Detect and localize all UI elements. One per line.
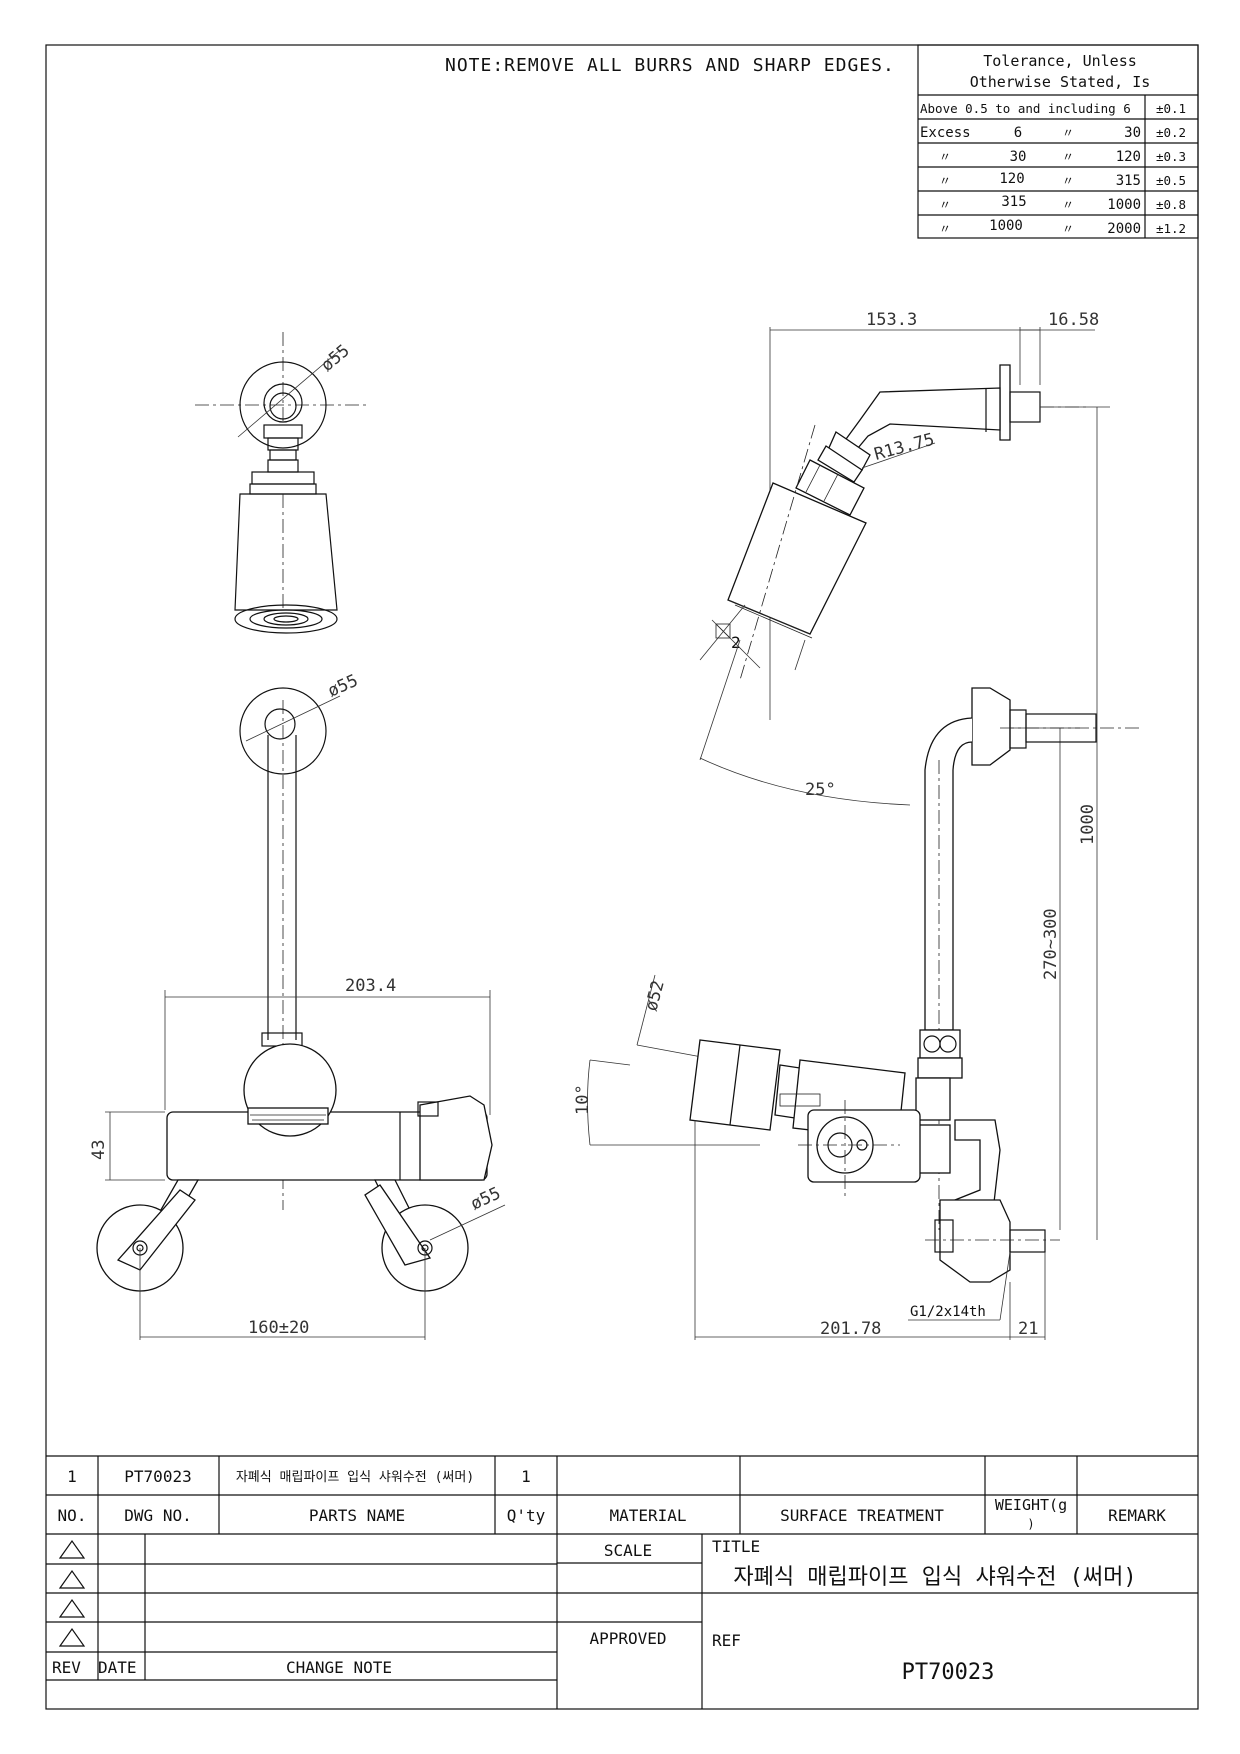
tb-scale: SCALE — [604, 1541, 652, 1560]
tol-r3-c1: 〃 — [939, 174, 951, 188]
tb-row-name: 자폐식 매립파이프 입식 샤워수전 (써머) — [236, 1470, 474, 1485]
tol-r2-c3: 〃 — [1062, 150, 1074, 164]
tb-ref-value: PT70023 — [902, 1660, 995, 1685]
tb-h-weight-1: WEIGHT(g — [995, 1496, 1067, 1514]
rev-triangle-3 — [58, 1598, 86, 1618]
tb-h-dwg: DWG NO. — [124, 1506, 191, 1525]
tol-r4-tol: ±0.8 — [1156, 197, 1186, 212]
dim-160: 160±20 — [248, 1318, 309, 1338]
tol-r2-c1: 〃 — [939, 150, 951, 164]
tol-r0-c1: Above 0.5 to and including 6 — [920, 101, 1131, 116]
tol-r5-c3: 〃 — [1062, 222, 1074, 236]
tol-r4-c2: 315 — [1001, 194, 1026, 210]
rev-triangle-4 — [58, 1627, 86, 1647]
tol-r1-c2: 6 — [1014, 125, 1022, 141]
tol-r5-c1: 〃 — [939, 222, 951, 236]
tol-r1-c4: 30 — [1124, 125, 1141, 141]
tb-row-dwg: PT70023 — [124, 1467, 191, 1486]
tb-title-value: 자폐식 매립파이프 입식 샤워수전 (써머) — [733, 1565, 1136, 1590]
tb-h-material: MATERIAL — [609, 1506, 686, 1525]
side-view: 153.3 16.58 R13.75 2 25° — [573, 310, 1140, 1340]
tol-r3-c4: 315 — [1116, 173, 1141, 189]
dim-153: 153.3 — [866, 310, 917, 330]
dim-radius: R13.75 — [872, 430, 937, 465]
tol-r2-tol: ±0.3 — [1156, 149, 1186, 164]
dim-1000: 1000 — [1078, 804, 1098, 845]
dim-thread: G1/2x14th — [910, 1304, 986, 1320]
dim-16: 16.58 — [1048, 310, 1099, 330]
tol-r0-tol: ±0.1 — [1156, 101, 1186, 116]
dim-head: 2 — [731, 633, 741, 652]
tol-r1-tol: ±0.2 — [1156, 125, 1186, 140]
tb-change-note: CHANGE NOTE — [286, 1658, 392, 1677]
tol-r5-c2: 1000 — [989, 218, 1023, 234]
tol-r4-c4: 1000 — [1107, 197, 1141, 213]
dim-201: 201.78 — [820, 1319, 881, 1339]
tol-r4-c3: 〃 — [1062, 198, 1074, 212]
tolerance-header-1: Tolerance, Unless — [983, 52, 1137, 70]
tb-h-no: NO. — [58, 1506, 87, 1525]
tolerance-header-2: Otherwise Stated, Is — [970, 73, 1151, 91]
tol-r4-c1: 〃 — [939, 198, 951, 212]
title-block: 1 PT70023 자폐식 매립파이프 입식 샤워수전 (써머) 1 NO. D… — [46, 1455, 1198, 1709]
dim-angle10: 10° — [573, 1084, 593, 1115]
dim-270: 270~300 — [1041, 908, 1061, 980]
tb-date: DATE — [98, 1658, 137, 1677]
dim-43: 43 — [89, 1140, 109, 1160]
note-text: NOTE:REMOVE ALL BURRS AND SHARP EDGES. — [445, 55, 895, 76]
tb-h-qty: Q'ty — [507, 1506, 546, 1525]
tol-r1-c1: Excess — [920, 125, 971, 141]
rev-triangle-2 — [58, 1569, 86, 1589]
tb-h-surface: SURFACE TREATMENT — [780, 1506, 944, 1525]
tb-ref-label: REF — [712, 1631, 741, 1650]
tb-h-weight-2: ) — [1027, 1517, 1034, 1531]
tb-rev: REV — [52, 1658, 81, 1677]
dim-angle25: 25° — [805, 780, 836, 800]
tol-r3-c3: 〃 — [1062, 174, 1074, 188]
tol-r5-c4: 2000 — [1107, 221, 1141, 237]
front-view: ø55 ø55 203.4 43 — [89, 332, 506, 1340]
tb-h-name: PARTS NAME — [309, 1506, 405, 1525]
tol-r1-c3: 〃 — [1062, 126, 1074, 140]
tol-r2-c4: 120 — [1116, 149, 1141, 165]
dim-wheel-dia: ø55 — [468, 1183, 504, 1214]
tol-r5-tol: ±1.2 — [1156, 221, 1186, 236]
dim-top-left-dia: ø55 — [317, 341, 353, 376]
sheet-border — [45, 44, 1199, 1710]
dim-203: 203.4 — [345, 976, 396, 996]
tol-r3-tol: ±0.5 — [1156, 173, 1186, 188]
tol-r3-c2: 120 — [999, 171, 1024, 187]
tb-approved: APPROVED — [589, 1629, 666, 1648]
tb-row-no: 1 — [67, 1467, 77, 1486]
dim-mid-left-dia: ø55 — [325, 671, 361, 702]
tb-title-label: TITLE — [712, 1537, 760, 1556]
tol-r2-c2: 30 — [1010, 149, 1027, 165]
dim-d52: ø52 — [642, 978, 669, 1013]
tolerance-table: Tolerance, Unless Otherwise Stated, Is A… — [917, 44, 1199, 239]
dim-21: 21 — [1018, 1319, 1038, 1339]
rev-triangle-1 — [58, 1539, 86, 1559]
tb-h-remark: REMARK — [1108, 1506, 1166, 1525]
tb-row-qty: 1 — [521, 1467, 531, 1486]
